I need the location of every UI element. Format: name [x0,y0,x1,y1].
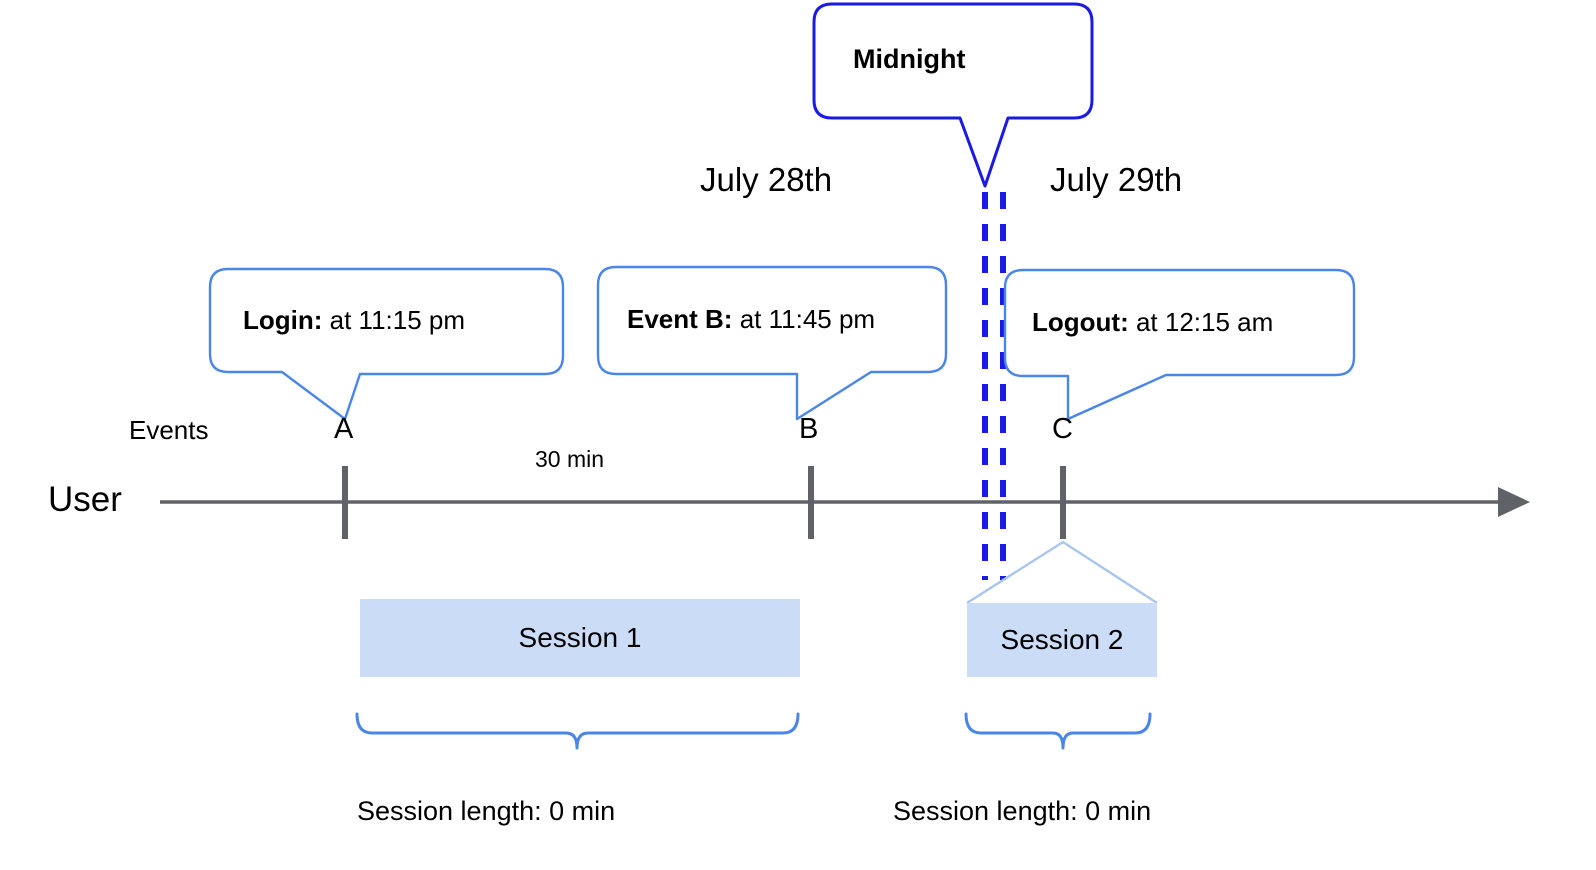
events-row-label: Events [129,415,209,445]
callout-login-bold: Login: [243,305,323,335]
timeline-arrow-icon [1498,487,1530,517]
callout-logout-bold: Logout: [1032,307,1129,337]
session-2-length-label: Session length: 0 min [893,796,1152,826]
day-label-july-28: July 28th [700,161,833,198]
callout-login-text: Login: at 11:15 pm [243,307,465,333]
session-1-length-label: Session length: 0 min [357,796,616,826]
tick-label-b: B [799,413,819,445]
session-box-1: Session 1 [360,599,800,677]
session1-brace [355,712,800,750]
user-row-label: User [48,480,122,519]
session-box-2: Session 2 [967,603,1157,677]
session2-brace [964,712,1152,750]
gap-duration-label: 30 min [535,446,605,472]
callout-login-rest: at 11:15 pm [322,305,466,335]
callout-eventb-bold: Event B: [627,304,733,334]
tick-label-c: C [1052,413,1073,445]
callout-eventb-rest: at 11:45 pm [732,304,876,334]
midnight-callout-shape [812,2,1094,188]
callout-logout-text: Logout: at 12:15 am [1032,309,1273,335]
callout-login-shape [208,267,565,421]
callout-logout-rest: at 12:15 am [1128,307,1274,337]
day-label-july-29: July 29th [1050,161,1183,198]
session2-pointer-shape [966,540,1158,605]
callout-eventb-text: Event B: at 11:45 pm [627,306,875,332]
tick-label-a: A [334,413,354,445]
callout-eventb-shape [596,265,948,421]
callout-logout-shape [1003,268,1356,421]
midnight-label: Midnight [853,44,966,74]
